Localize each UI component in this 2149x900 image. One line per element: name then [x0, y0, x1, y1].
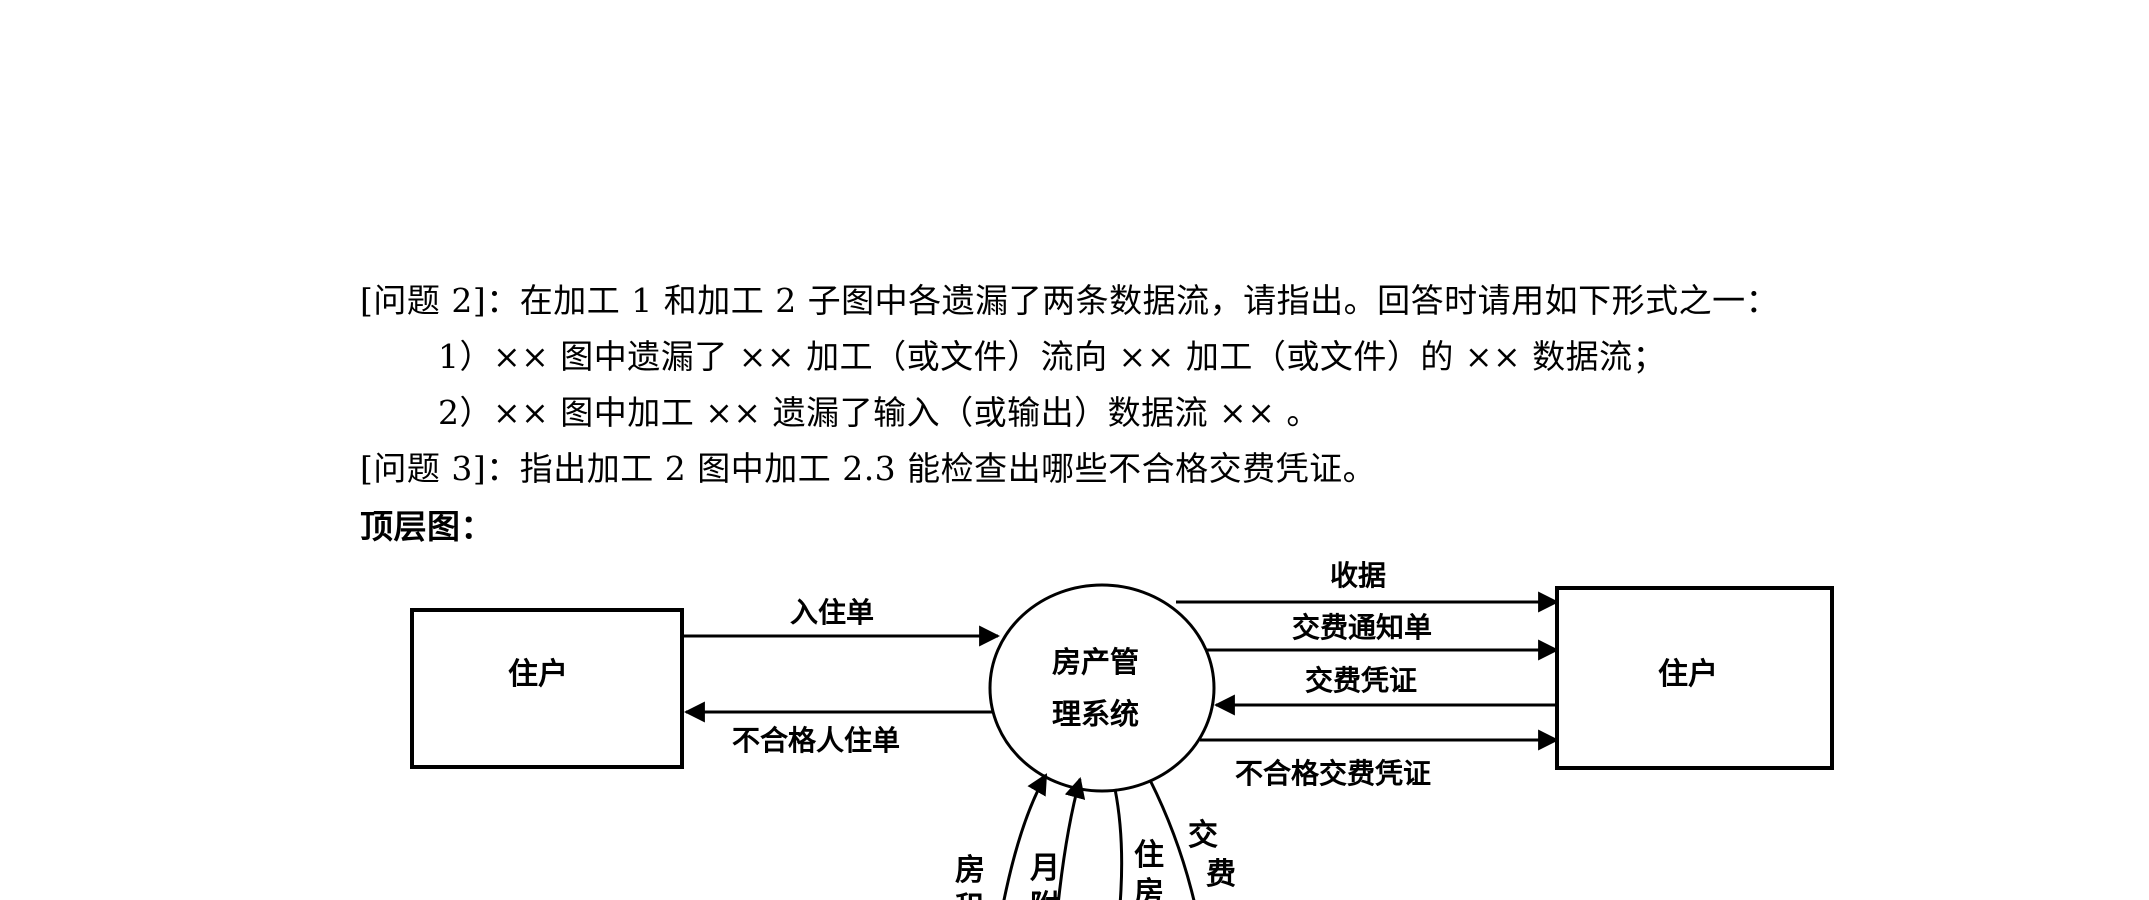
right-entity-box — [1555, 586, 1834, 770]
process-circle — [988, 583, 1216, 793]
right-entity-label: 住户 — [1658, 657, 1718, 692]
flow-voucher-label: 交费凭证 — [1305, 664, 1417, 697]
bottom-label-d1: 交 — [1188, 818, 1218, 853]
flow-monthly-arrow — [1057, 776, 1086, 900]
flow-receipt-label: 收据 — [1330, 559, 1386, 592]
bottom-label-a1: 房 — [955, 853, 985, 888]
flow-housing-line — [1113, 788, 1124, 900]
bottom-label-b1: 月 — [1030, 851, 1060, 886]
process-label-line2: 理系统 — [1052, 697, 1139, 731]
question-2: [问题 2]：在加工 1 和加工 2 子图中各遗漏了两条数据流，请指出。回答时请… — [360, 281, 1780, 320]
question-3: [问题 3]：指出加工 2 图中加工 2.3 能检查出哪些不合格交费凭证。 — [360, 449, 1377, 488]
flow-in-label: 入住单 — [790, 596, 874, 629]
bottom-label-c1: 住 — [1134, 838, 1164, 873]
diagram-title: 顶层图： — [360, 507, 494, 546]
bottom-label-c2: 房 — [1134, 876, 1164, 900]
flow-bad-voucher-label: 不合格交费凭证 — [1235, 757, 1431, 790]
flow-rent-arrow — [1002, 773, 1048, 900]
bottom-label-a2: 租 — [955, 891, 985, 900]
bottom-label-b2: 附 — [1030, 889, 1060, 900]
process-label-line1: 房产管 — [1052, 645, 1139, 679]
answer-form-1: 1）×× 图中遗漏了 ×× 加工（或文件）流向 ×× 加工（或文件）的 ×× 数… — [438, 337, 1667, 376]
flow-notice-label: 交费通知单 — [1292, 611, 1432, 644]
answer-form-2: 2）×× 图中加工 ×× 遗漏了输入（或输出）数据流 ×× 。 — [438, 393, 1320, 432]
bottom-label-d2: 费 — [1206, 857, 1236, 892]
flow-fee-line — [1148, 779, 1196, 900]
left-entity-box — [410, 608, 684, 769]
flow-reject-label: 不合格人住单 — [732, 724, 900, 757]
left-entity-label: 住户 — [508, 657, 568, 692]
